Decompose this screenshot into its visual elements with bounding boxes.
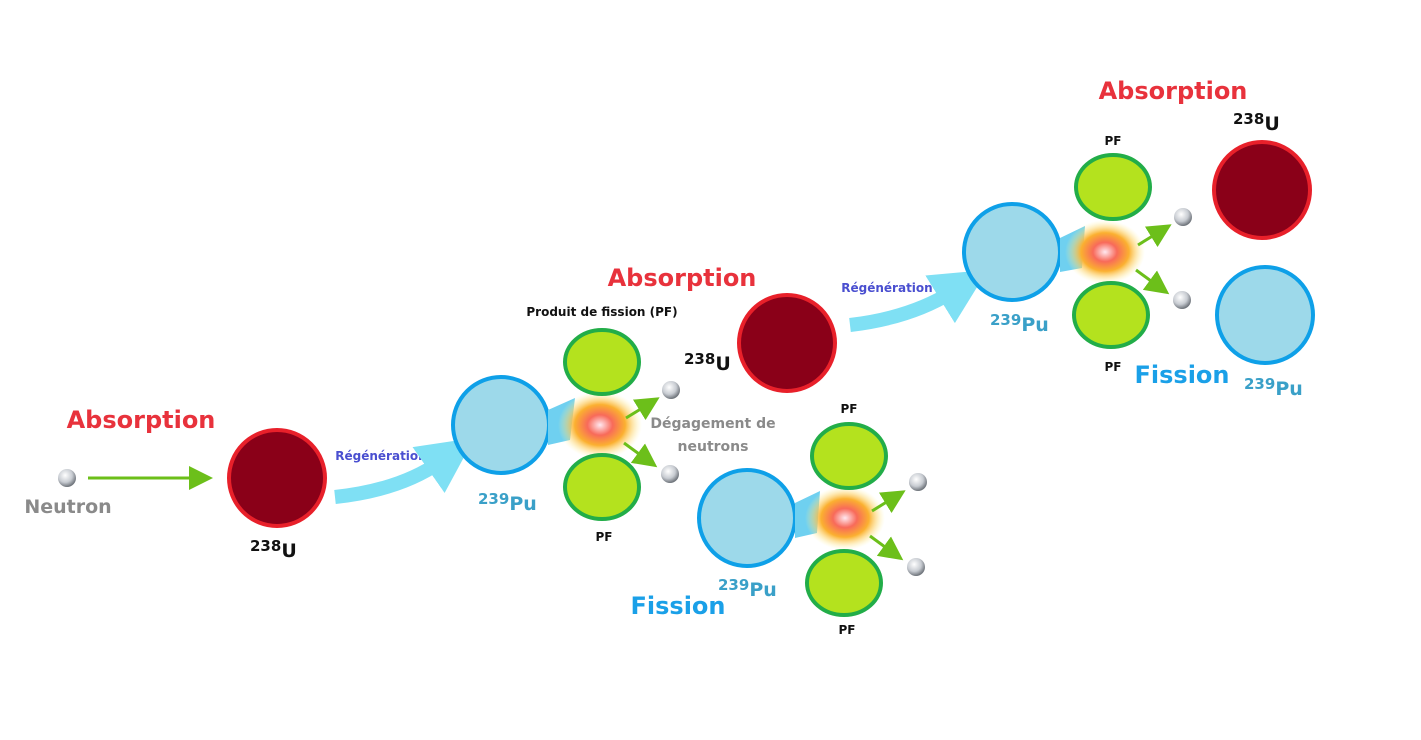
pu239-label-1: 239Pu — [478, 490, 537, 515]
released-neutron — [661, 465, 679, 483]
pu239-label-4: 239Pu — [718, 576, 777, 601]
regeneration-label-1: Régénération — [335, 449, 426, 463]
fission-product-nucleus — [805, 549, 883, 617]
pf-label: PF — [596, 530, 613, 544]
pu239-label-3: 239Pu — [1244, 375, 1303, 400]
pf-label: PF — [1105, 360, 1122, 374]
neutron-release-arrow — [871, 490, 906, 514]
u238-label-2: 238U — [684, 350, 731, 375]
absorption-label-3: Absorption — [1099, 77, 1248, 105]
released-neutron — [1173, 291, 1191, 309]
pf-label: PF — [841, 402, 858, 416]
fission-product-nucleus — [810, 422, 888, 490]
absorption-label-2: Absorption — [608, 264, 757, 292]
regeneration-label-2: Régénération — [841, 281, 932, 295]
fission-blast-2 — [1065, 220, 1145, 284]
neutron-release-arrow — [1137, 224, 1172, 248]
released-neutron — [1174, 208, 1192, 226]
absorption-label-1: Absorption — [67, 406, 216, 434]
fission-blast-3 — [805, 486, 885, 550]
uranium-238-nucleus-3 — [1212, 140, 1312, 240]
fission-product-label: Produit de fission (PF) — [526, 305, 677, 319]
plutonium-239-nucleus-3 — [1215, 265, 1315, 365]
released-neutron — [909, 473, 927, 491]
u238-label-1: 238U — [250, 537, 297, 562]
uranium-238-nucleus-2 — [737, 293, 837, 393]
pf-label: PF — [1105, 134, 1122, 148]
fission-product-nucleus — [1072, 281, 1150, 349]
pu239-label-2: 239Pu — [990, 311, 1049, 336]
neutron-label: Neutron — [24, 496, 111, 518]
neutron-ball — [58, 469, 76, 487]
pf-label: PF — [839, 623, 856, 637]
regeneration-arrow-2 — [849, 269, 988, 332]
plutonium-239-nucleus-4 — [697, 468, 797, 568]
neutron-release-label-line2: neutrons — [678, 439, 749, 455]
uranium-238-nucleus-1 — [227, 428, 327, 528]
neutron-release-label-line1: Dégagement de — [650, 416, 775, 432]
fission-product-nucleus — [1074, 153, 1152, 221]
regeneration-arrow-1 — [334, 437, 475, 504]
plutonium-239-nucleus-1 — [451, 375, 551, 475]
neutron-release-arrow — [625, 397, 660, 421]
fission-product-nucleus — [563, 328, 641, 396]
neutron-release-arrow — [623, 441, 658, 468]
released-neutron — [907, 558, 925, 576]
released-neutron — [662, 381, 680, 399]
fission-blast-1 — [558, 391, 642, 459]
u238-label-3: 238U — [1233, 110, 1280, 135]
fission-product-nucleus — [563, 453, 641, 521]
neutron-release-arrow — [1135, 268, 1170, 295]
fission-label-2: Fission — [1135, 361, 1230, 389]
fission-label-1: Fission — [631, 592, 726, 620]
neutron-release-arrow — [869, 534, 904, 561]
plutonium-239-nucleus-2 — [962, 202, 1062, 302]
